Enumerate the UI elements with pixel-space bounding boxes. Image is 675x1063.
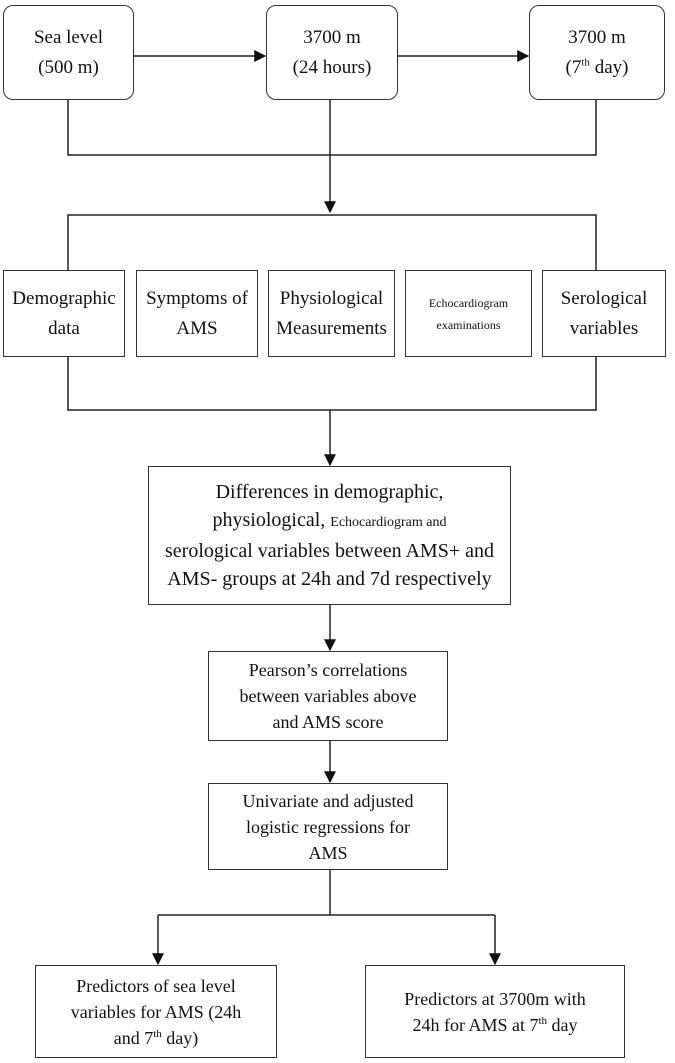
pearson-box: Pearson’s correlations between variables… <box>208 651 448 741</box>
demographic-line2: data <box>48 317 80 339</box>
altitude-24h-time: (24 hours) <box>292 56 372 78</box>
predictors-sea-line2: variables for AMS (24h <box>70 1001 242 1022</box>
category-top-bracket <box>67 214 597 270</box>
altitude-24h-label: 3700 m <box>303 26 361 48</box>
univariate-box: Univariate and adjusted logistic regress… <box>208 783 448 870</box>
predictors-sea-line3: and 7th day) <box>113 1027 199 1048</box>
category-bottom-bracket <box>67 357 597 411</box>
differences-line4: AMS- groups at 24h and 7d respectively <box>167 568 492 590</box>
altitude-24h-box: 3700 m (24 hours) <box>266 5 398 100</box>
altitude-7d-box: 3700 m (7th day) <box>529 5 665 100</box>
physiological-box: Physiological Measurements <box>268 270 395 357</box>
physiological-line2: Measurements <box>276 317 387 339</box>
demographic-box: Demographic data <box>3 270 125 357</box>
serological-line2: variables <box>569 317 639 339</box>
univariate-line3: AMS <box>308 842 348 863</box>
predictors-3700m-box: Predictors at 3700m with 24h for AMS at … <box>365 965 625 1058</box>
differences-line3: serological variables between AMS+ and <box>165 540 494 562</box>
pearson-line2: between variables above <box>239 686 417 706</box>
symptoms-box: Symptoms of AMS <box>136 270 258 357</box>
pearson-line3: and AMS score <box>272 712 384 732</box>
top-bracket <box>67 100 597 156</box>
predictors-3700-line1: Predictors at 3700m with <box>404 988 586 1009</box>
univariate-line2: logistic regressions for <box>246 816 410 837</box>
sea-level-altitude: (500 m) <box>38 56 99 78</box>
sea-level-box: Sea level (500 m) <box>3 5 134 100</box>
symptoms-line2: AMS <box>176 317 218 339</box>
predictors-3700-line2: 24h for AMS at 7th day <box>412 1014 578 1035</box>
differences-line2: physiological, Echocardiogram and <box>212 509 447 531</box>
echocardiogram-box: Echocardiogram examinations <box>405 270 532 357</box>
predictors-sea-level-box: Predictors of sea level variables for AM… <box>35 965 277 1058</box>
univariate-line1: Univariate and adjusted <box>242 790 414 811</box>
echocardiogram-line1: Echocardiogram <box>428 295 509 310</box>
serological-box: Serological variables <box>542 270 666 357</box>
predictors-sea-line1: Predictors of sea level <box>76 975 236 996</box>
demographic-line1: Demographic <box>12 287 116 309</box>
differences-line1: Differences in demographic, <box>215 481 444 503</box>
symptoms-line1: Symptoms of <box>146 287 248 309</box>
physiological-line1: Physiological <box>279 287 384 309</box>
altitude-7d-time: (7th day) <box>565 56 629 78</box>
sea-level-label: Sea level <box>33 26 104 48</box>
altitude-7d-label: 3700 m <box>568 26 626 48</box>
pearson-line1: Pearson’s correlations <box>248 660 408 680</box>
serological-line1: Serological <box>560 287 648 309</box>
differences-box: Differences in demographic, physiologica… <box>148 466 511 605</box>
echocardiogram-line2: examinations <box>436 317 501 332</box>
